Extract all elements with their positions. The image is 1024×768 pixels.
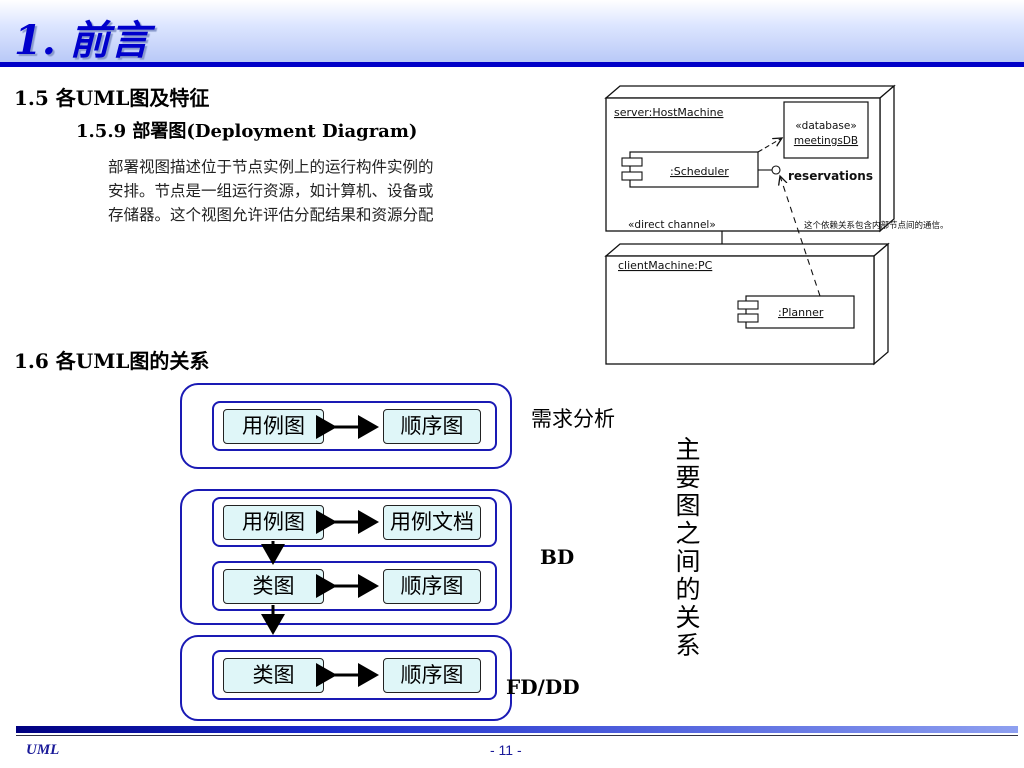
footer-rule <box>16 735 1018 736</box>
server-node-label: server:HostMachine <box>614 106 724 119</box>
scheduler-label: :Scheduler <box>670 165 729 178</box>
sequence-diagram-node: 顺序图 <box>383 569 481 604</box>
database-stereotype: «database» <box>795 120 857 132</box>
use-case-diagram-node: 用例图 <box>223 505 324 540</box>
vertical-relations-label: 主要图之间的关系 <box>675 435 701 660</box>
deployment-description: 部署视图描述位于节点实例上的运行构件实例的 安排。节点是一组运行资源，如计算机、… <box>108 155 538 227</box>
database-artifact: «database» meetingsDB <box>783 101 869 159</box>
paragraph-line-2: 安排。节点是一组运行资源，如计算机、设备或 <box>108 182 434 200</box>
sequence-diagram-node: 顺序图 <box>383 658 481 693</box>
channel-label: «direct channel» <box>628 219 716 231</box>
dependency-note: 这个依赖关系包含内部节点间的通信。 <box>804 220 949 231</box>
bd-row-1 <box>212 497 497 547</box>
header-bar <box>0 0 1024 62</box>
section-1-5-9-heading: 1.5.9 部署图(Deployment Diagram) <box>76 121 418 142</box>
scheduler-component: :Scheduler <box>621 151 759 188</box>
fd-dd-group <box>180 635 512 721</box>
client-node-label: clientMachine:PC <box>618 259 713 272</box>
use-case-diagram-node: 用例图 <box>223 409 324 444</box>
footer-bar <box>16 726 1018 733</box>
use-case-document-node: 用例文档 <box>383 505 481 540</box>
header-underline <box>0 62 1024 67</box>
database-name: meetingsDB <box>794 135 858 147</box>
reservations-interface-label: reservations <box>788 169 873 183</box>
bd-group <box>180 489 512 625</box>
stage-fd-dd-label: FD/DD <box>506 675 580 699</box>
sequence-diagram-node: 顺序图 <box>383 409 481 444</box>
paragraph-line-3: 存储器。这个视图允许评估分配结果和资源分配 <box>108 206 434 224</box>
class-diagram-node: 类图 <box>223 569 324 604</box>
page-title: 1. 前言 <box>14 17 150 64</box>
footer-course-label: UML <box>26 742 60 758</box>
page-number: - 11 - <box>490 742 522 758</box>
deployment-diagram: server:HostMachine «database» meetingsDB… <box>604 84 949 366</box>
bd-row-2 <box>212 561 497 611</box>
planner-label: :Planner <box>778 306 824 319</box>
stage-bd-label: BD <box>540 545 575 569</box>
fd-dd-row <box>212 650 497 700</box>
stage-requirements-label: 需求分析 <box>531 407 615 431</box>
requirements-row <box>212 401 497 451</box>
paragraph-line-1: 部署视图描述位于节点实例上的运行构件实例的 <box>108 158 434 176</box>
section-1-6-heading: 1.6 各UML图的关系 <box>14 349 210 373</box>
section-1-5-heading: 1.5 各UML图及特征 <box>14 86 210 110</box>
planner-component: :Planner <box>737 295 855 329</box>
requirements-group <box>180 383 512 469</box>
